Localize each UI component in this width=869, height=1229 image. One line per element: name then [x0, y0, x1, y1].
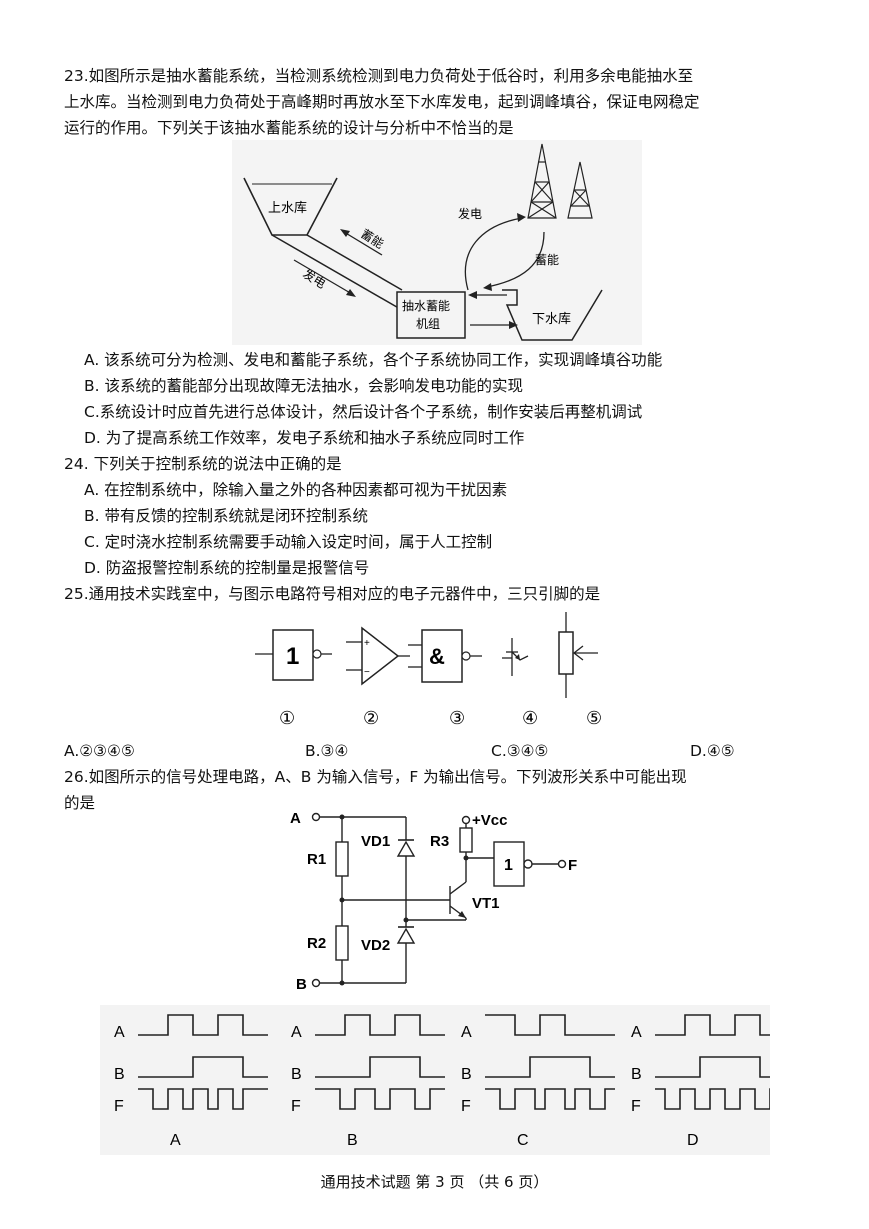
waveform-b-2: [485, 1056, 615, 1078]
q24-option-a: A. 在控制系统中，除输入量之外的各种因素都可视为干扰因素: [84, 481, 508, 499]
q25-option-d: D.④⑤: [690, 742, 735, 760]
q23-option-c: C.系统设计时应首先进行总体设计，然后设计各个子系统，制作安装后再整机调试: [84, 403, 643, 421]
input-b-label: B: [296, 976, 307, 993]
q23-option-d: D. 为了提高系统工作效率，发电子系统和抽水子系统应同时工作: [84, 429, 525, 447]
symbol-number-4: ④: [522, 708, 538, 728]
waveform-f-0: [138, 1088, 268, 1110]
q23-stem-line2: 上水库。当检测到电力负荷处于高峰期时再放水至下水库发电，起到调峰填谷，保证电网稳…: [64, 93, 700, 111]
q25-option-c: C.③④⑤: [491, 742, 549, 760]
q25-symbols-figure: 1 + − & ① ② ③ ④ ⑤: [255, 612, 602, 728]
upper-reservoir-label: 上水库: [268, 200, 307, 215]
q24-option-c: C. 定时浇水控制系统需要手动输入设定时间，属于人工控制: [84, 533, 493, 551]
vd2-label: VD2: [361, 937, 390, 954]
r1-label: R1: [307, 851, 326, 868]
gen-curve-label: 发电: [458, 206, 482, 221]
q23-option-b: B. 该系统的蓄能部分出现故障无法抽水，会影响发电功能的实现: [84, 377, 523, 395]
waveform-row-label: A: [631, 1024, 642, 1041]
r3-label: R3: [430, 833, 449, 850]
unit-label-line1: 抽水蓄能: [402, 299, 450, 313]
waveform-b-0: [138, 1056, 268, 1078]
symbol-number-3: ③: [449, 708, 465, 728]
vd1-label: VD1: [361, 833, 390, 850]
waveform-f-1: [315, 1088, 445, 1110]
waveform-option-label: C: [517, 1132, 529, 1149]
q26-circuit-diagram: A B R1 R2 VD1 VD2 R3 +Vcc VT1 1 F: [290, 810, 577, 993]
q23-option-a: A. 该系统可分为检测、发电和蓄能子系统，各个子系统协同工作，实现调峰填谷功能: [84, 351, 663, 369]
waveform-row-label: A: [114, 1024, 125, 1041]
unit-label-line2: 机组: [416, 317, 440, 331]
waveform-row-label: B: [461, 1066, 472, 1083]
not-gate-label: 1: [504, 857, 513, 874]
waveform-row-label: F: [461, 1098, 471, 1115]
r2-label: R2: [307, 935, 326, 952]
waveform-f-3: [655, 1088, 770, 1110]
symbol-number-1: ①: [279, 708, 295, 728]
waveform-a-3: [655, 1014, 770, 1036]
waveform-row-label: F: [631, 1098, 641, 1115]
waveform-row-label: A: [291, 1024, 302, 1041]
waveform-row-label: A: [461, 1024, 472, 1041]
waveform-option-label: B: [347, 1132, 358, 1149]
q23-stem-line1: 23.如图所示是抽水蓄能系统，当检测系统检测到电力负荷处于低谷时，利用多余电能抽…: [64, 67, 694, 85]
store-curve-label: 蓄能: [535, 253, 559, 267]
input-a-label: A: [290, 810, 301, 827]
waveform-option-label: D: [687, 1132, 699, 1149]
waveform-a-2: [485, 1014, 615, 1036]
output-f-label: F: [568, 857, 577, 874]
waveform-row-label: B: [631, 1066, 642, 1083]
vcc-label: +Vcc: [472, 812, 507, 829]
waveform-option-label: A: [170, 1132, 181, 1149]
waveform-b-3: [655, 1056, 770, 1078]
q24-stem: 24. 下列关于控制系统的说法中正确的是: [64, 455, 342, 473]
symbol-number-5: ⑤: [586, 708, 602, 728]
transmission-tower-icon: [527, 143, 593, 219]
waveform-f-2: [485, 1088, 615, 1110]
opamp-plus-sign: +: [364, 638, 370, 649]
waveform-row-label: F: [291, 1098, 301, 1115]
waveform-b-1: [315, 1056, 445, 1078]
nand-gate-label: &: [429, 644, 445, 669]
q23-stem-line3: 运行的作用。下列关于该抽水蓄能系统的设计与分析中不恰当的是: [64, 119, 514, 137]
symbol-number-2: ②: [363, 708, 379, 728]
waveform-a-1: [315, 1014, 445, 1036]
q23-pumped-storage-figure: 上水库 蓄能 发电 抽水蓄能 机组 下水库 发电 蓄能: [232, 140, 642, 345]
q24-option-d: D. 防盗报警控制系统的控制量是报警信号: [84, 559, 370, 577]
q26-stem-line2: 的是: [64, 794, 96, 812]
waveform-row-label: B: [114, 1066, 125, 1083]
waveform-row-label: F: [114, 1098, 124, 1115]
q25-stem: 25.通用技术实践室中，与图示电路符号相对应的电子元器件中，三只引脚的是: [64, 585, 601, 603]
q25-option-a: A.②③④⑤: [64, 742, 135, 760]
q26-stem-line1: 26.如图所示的信号处理电路，A、B 为输入信号，F 为输出信号。下列波形关系中…: [64, 768, 687, 786]
waveform-row-label: B: [291, 1066, 302, 1083]
page-footer: 通用技术试题 第 3 页 （共 6 页）: [320, 1173, 549, 1191]
not-gate-label: 1: [286, 643, 299, 670]
opamp-minus-sign: −: [364, 667, 370, 678]
lower-reservoir-label: 下水库: [532, 311, 571, 326]
vt1-label: VT1: [472, 895, 500, 912]
waveform-a-0: [138, 1014, 268, 1036]
q25-option-b: B.③④: [305, 742, 349, 760]
q24-option-b: B. 带有反馈的控制系统就是闭环控制系统: [84, 507, 368, 525]
